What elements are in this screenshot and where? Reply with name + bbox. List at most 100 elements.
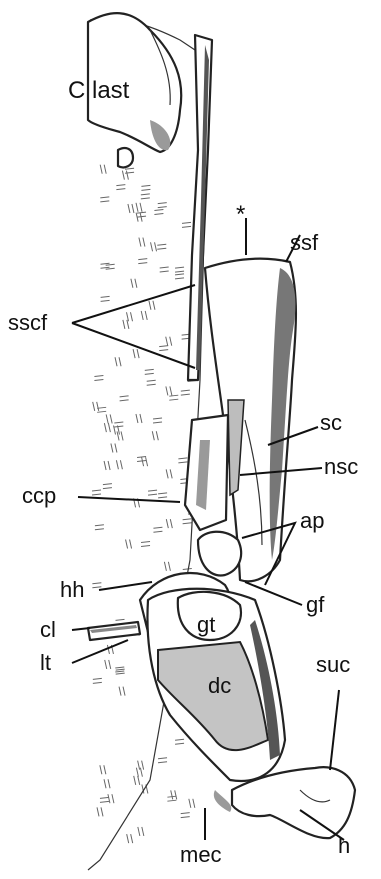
- matrix-hatch: [182, 222, 191, 223]
- matrix-hatch: [170, 386, 172, 395]
- matrix-hatch: [153, 422, 162, 423]
- matrix-hatch: [120, 460, 122, 469]
- matrix-hatch: [175, 267, 184, 268]
- matrix-hatch: [97, 402, 99, 411]
- matrix-hatch: [106, 264, 115, 265]
- matrix-hatch: [120, 400, 129, 401]
- matrix-hatch: [130, 540, 132, 549]
- matrix-hatch: [92, 583, 101, 584]
- matrix-hatch: [142, 827, 144, 836]
- label-suc: suc: [316, 652, 350, 677]
- clavicle: [88, 622, 140, 640]
- matrix-hatch: [138, 827, 140, 836]
- matrix-hatch: [143, 238, 145, 247]
- matrix-hatch: [128, 204, 130, 213]
- matrix-hatch: [181, 390, 190, 391]
- matrix-hatch: [183, 519, 192, 520]
- matrix-hatch: [101, 300, 110, 301]
- matrix-hatch: [120, 396, 129, 397]
- matrix-hatch: [136, 414, 138, 423]
- matrix-hatch: [148, 490, 157, 491]
- matrix-hatch: [95, 525, 104, 526]
- matrix-hatch: [166, 519, 168, 528]
- matrix-hatch: [138, 259, 147, 260]
- matrix-hatch: [137, 212, 146, 213]
- matrix-hatch: [141, 194, 150, 195]
- matrix-hatch: [160, 267, 169, 268]
- matrix-hatch: [157, 248, 166, 249]
- matrix-hatch: [146, 457, 148, 466]
- matrix-hatch: [141, 542, 150, 543]
- matrix-hatch: [115, 357, 117, 366]
- matrix-hatch: [137, 457, 146, 458]
- matrix-hatch: [97, 807, 99, 816]
- matrix-hatch: [141, 198, 150, 199]
- matrix-hatch: [158, 207, 167, 208]
- matrix-hatch: [100, 801, 109, 802]
- matrix-hatch: [136, 203, 138, 212]
- matrix-hatch: [169, 395, 178, 396]
- matrix-hatch: [182, 226, 191, 227]
- matrix-hatch: [154, 209, 163, 210]
- matrix-hatch: [141, 311, 143, 320]
- matrix-hatch: [105, 660, 107, 669]
- matrix-hatch: [134, 776, 136, 785]
- matrix-hatch: [147, 384, 156, 385]
- matrix-hatch: [115, 667, 124, 668]
- matrix-hatch: [95, 529, 104, 530]
- matrix-hatch: [104, 779, 106, 788]
- matrix-hatch: [92, 494, 101, 495]
- matrix-hatch: [104, 461, 106, 470]
- matrix-hatch: [115, 671, 124, 672]
- matrix-hatch: [100, 765, 102, 774]
- matrix-hatch: [181, 817, 190, 818]
- matrix-hatch: [158, 493, 167, 494]
- matrix-hatch: [160, 271, 169, 272]
- matrix-hatch: [136, 768, 138, 777]
- matrix-hatch: [189, 799, 191, 808]
- matrix-hatch: [108, 461, 110, 470]
- matrix-hatch: [115, 443, 117, 452]
- matrix-hatch: [183, 568, 192, 569]
- matrix-hatch: [122, 171, 124, 180]
- matrix-hatch: [108, 779, 110, 788]
- matrix-hatch: [141, 185, 150, 186]
- matrix-hatch: [116, 460, 118, 469]
- matrix-hatch: [93, 682, 102, 683]
- matrix-hatch: [137, 461, 146, 462]
- matrix-hatch: [166, 469, 168, 478]
- matrix-hatch: [106, 268, 115, 269]
- matrix-hatch: [145, 373, 154, 374]
- matrix-hatch: [159, 346, 168, 347]
- matrix-hatch: [170, 519, 172, 528]
- matrix-hatch: [181, 394, 190, 395]
- label-gt: gt: [197, 612, 215, 637]
- matrix-hatch: [170, 337, 172, 346]
- coracoid-process: [185, 415, 228, 530]
- matrix-hatch: [92, 490, 101, 491]
- matrix-hatch: [153, 301, 155, 310]
- matrix-hatch: [175, 790, 177, 799]
- matrix-hatch: [101, 296, 110, 297]
- matrix-hatch: [100, 797, 109, 798]
- matrix-hatch: [137, 349, 139, 358]
- matrix-hatch: [181, 813, 190, 814]
- matrix-hatch: [151, 242, 153, 251]
- matrix-hatch: [154, 213, 163, 214]
- matrix-hatch: [108, 423, 110, 432]
- label-asterisk: *: [236, 201, 245, 228]
- matrix-hatch: [93, 678, 102, 679]
- matrix-hatch: [97, 407, 106, 408]
- matrix-hatch: [101, 267, 110, 268]
- matrix-hatch: [100, 165, 102, 174]
- matrix-hatch: [169, 399, 178, 400]
- matrix-hatch: [145, 311, 147, 320]
- matrix-hatch: [141, 546, 150, 547]
- matrix-hatch: [159, 350, 168, 351]
- matrix-hatch: [127, 834, 129, 843]
- label-gf: gf: [306, 592, 325, 617]
- matrix-hatch: [116, 619, 125, 620]
- matrix-hatch: [119, 357, 121, 366]
- matrix-hatch: [104, 765, 106, 774]
- matrix-hatch: [175, 743, 184, 744]
